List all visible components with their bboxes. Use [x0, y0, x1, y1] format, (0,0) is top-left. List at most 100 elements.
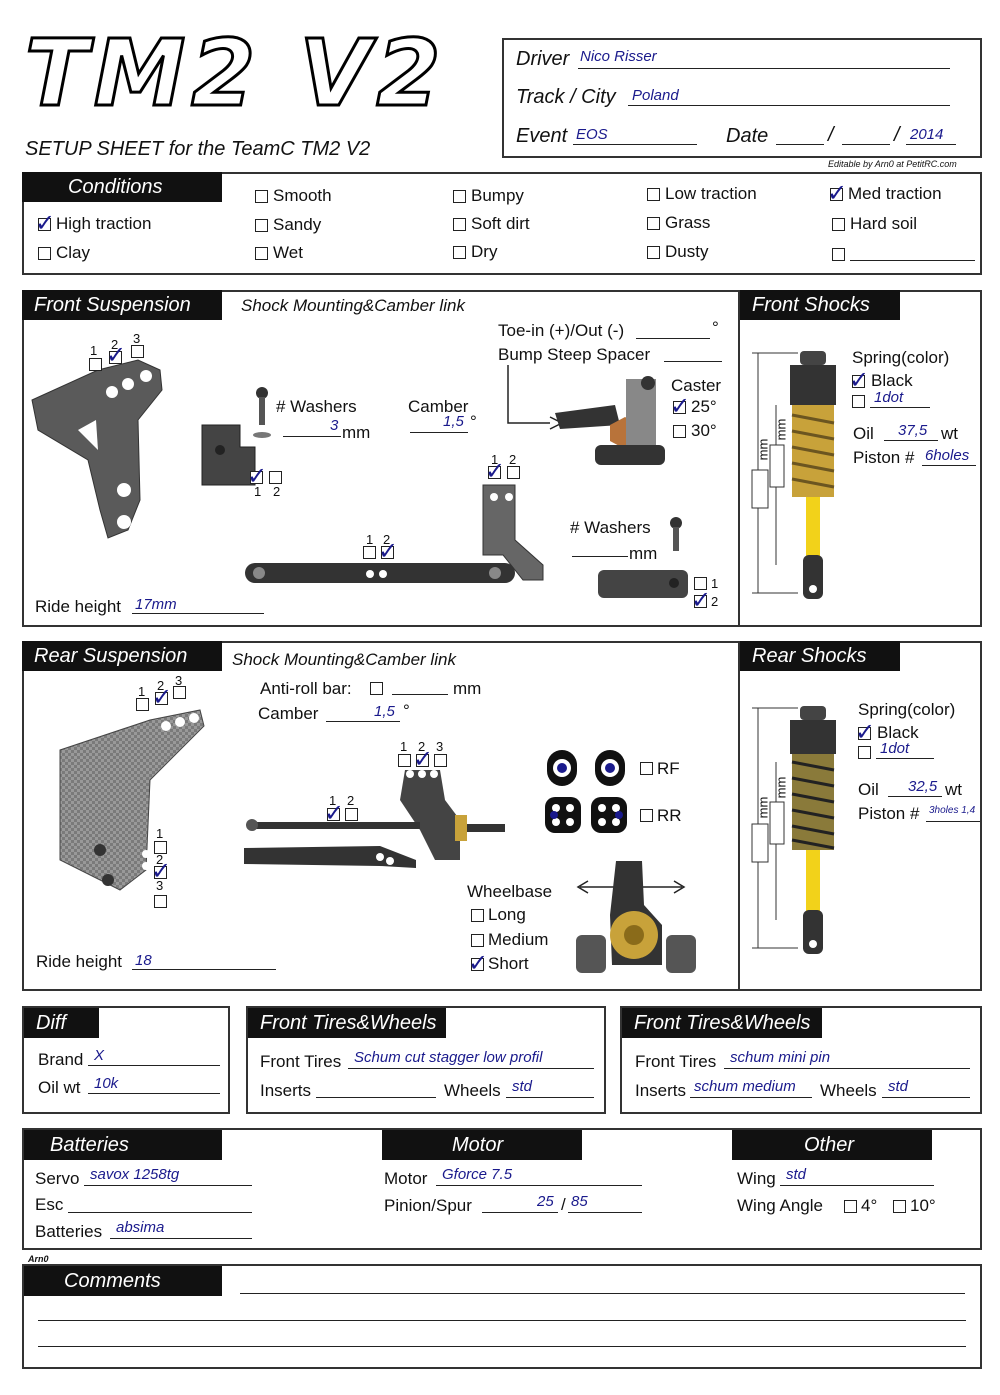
driver-field[interactable]: Nico Risser — [580, 48, 657, 65]
condition-label: Grass — [665, 213, 711, 232]
condition-checkbox[interactable] — [38, 218, 51, 231]
rear-inserts-field[interactable]: schum medium — [694, 1078, 796, 1095]
rear-arm-1-checkbox[interactable] — [327, 808, 340, 821]
check-icon: ✓ — [152, 683, 173, 711]
front-tires-field[interactable]: Schum cut stagger low profil — [354, 1049, 543, 1066]
condition-label: Soft dirt — [471, 214, 530, 233]
rear-hub-3-checkbox[interactable] — [434, 754, 447, 767]
comment-line[interactable] — [240, 1293, 965, 1294]
rear-oil-field[interactable]: 32,5 — [908, 778, 938, 795]
front-wheels-label: Wheels — [444, 1081, 501, 1100]
rear-camber-field[interactable]: 1,5 — [374, 703, 395, 720]
rear-piston-field[interactable]: 3holes 1,4 — [929, 805, 976, 816]
condition-label: High traction — [56, 214, 152, 233]
front-tower-hole-2-checkbox[interactable] — [109, 351, 122, 364]
antiroll-checkbox[interactable] — [370, 682, 383, 695]
rear-tower-top-1-checkbox[interactable] — [136, 698, 149, 711]
motor-field[interactable]: Gforce 7.5 — [442, 1166, 513, 1183]
rear-tower-low-2-checkbox[interactable] — [154, 866, 167, 879]
diff-brand-field[interactable]: X — [94, 1047, 105, 1064]
front-spring-extra-checkbox[interactable] — [852, 395, 865, 408]
wing-angle-10-checkbox[interactable] — [893, 1200, 906, 1213]
pinion-field[interactable]: 25 — [537, 1193, 554, 1210]
caster-label: Caster — [671, 376, 722, 395]
front-arm-1-checkbox[interactable] — [363, 546, 376, 559]
rear-tower-top-3-checkbox[interactable] — [173, 686, 186, 699]
condition-checkbox[interactable] — [255, 190, 268, 203]
wing-angle-4-checkbox[interactable] — [844, 1200, 857, 1213]
rear-shocks-header: Rear Shocks — [740, 641, 900, 671]
front-camber-field[interactable]: 1,5 — [443, 413, 464, 430]
wing-field[interactable]: std — [786, 1166, 807, 1183]
front-stud-1-checkbox[interactable] — [250, 471, 263, 484]
front-washers-field[interactable]: 3 — [330, 417, 339, 434]
rear-hub-wheelbase-diagram — [576, 861, 696, 973]
front-block-2-checkbox[interactable] — [507, 466, 520, 479]
wheelbase-long-checkbox[interactable] — [471, 909, 484, 922]
front-block-1-checkbox[interactable] — [488, 466, 501, 479]
year-field[interactable]: 2014 — [910, 126, 944, 143]
front-link-1-checkbox[interactable] — [694, 577, 707, 590]
wheelbase-medium-checkbox[interactable] — [471, 934, 484, 947]
rear-hub-2-checkbox[interactable] — [416, 754, 429, 767]
track-field[interactable]: Poland — [632, 87, 679, 104]
rear-spring-extra-field[interactable]: 1dot — [880, 740, 910, 757]
condition-custom-checkbox[interactable] — [832, 248, 845, 261]
condition-label: Low traction — [665, 184, 757, 203]
rear-tires-label: Front Tires — [635, 1052, 717, 1071]
rr-checkbox[interactable] — [640, 809, 653, 822]
rear-tower-top-2-checkbox[interactable] — [155, 692, 168, 705]
rear-wheels-field[interactable]: std — [888, 1078, 909, 1095]
caster-30-checkbox[interactable] — [673, 425, 686, 438]
condition-label: Smooth — [273, 186, 332, 205]
condition-checkbox[interactable] — [255, 247, 268, 260]
condition-checkbox[interactable] — [832, 218, 845, 231]
caster-25-checkbox[interactable] — [673, 401, 686, 414]
front-spring-color-checkbox[interactable] — [852, 375, 865, 388]
front-ride-height-field[interactable]: 17mm — [135, 596, 177, 613]
front-piston-field[interactable]: 6holes — [925, 447, 970, 464]
front-spring-extra-field[interactable]: 1dot — [874, 389, 904, 406]
comment-line[interactable] — [38, 1346, 966, 1347]
event-field[interactable]: EOS — [576, 126, 608, 143]
rear-arm-2-checkbox[interactable] — [345, 808, 358, 821]
condition-checkbox[interactable] — [647, 188, 660, 201]
check-icon: ✓ — [468, 949, 489, 977]
front-spring-label: Spring(color) — [852, 348, 950, 367]
rear-tower-low-1-checkbox[interactable] — [154, 841, 167, 854]
antiroll-label: Anti-roll bar: — [260, 679, 352, 698]
condition-checkbox[interactable] — [830, 188, 843, 201]
rear-spring-color: Black — [877, 723, 919, 742]
diff-oil-field[interactable]: 10k — [94, 1075, 119, 1092]
condition-checkbox[interactable] — [255, 219, 268, 232]
wheelbase-short-checkbox[interactable] — [471, 958, 484, 971]
front-link-2-checkbox[interactable] — [694, 595, 707, 608]
condition-checkbox[interactable] — [453, 218, 466, 231]
condition-checkbox[interactable] — [453, 246, 466, 259]
front-wheels-field[interactable]: std — [512, 1078, 533, 1095]
rear-spring-extra-checkbox[interactable] — [858, 746, 871, 759]
servo-field[interactable]: savox 1258tg — [90, 1166, 180, 1183]
condition-label: Sandy — [273, 215, 322, 234]
steering-block-diagram — [507, 365, 665, 465]
rf-checkbox[interactable] — [640, 762, 653, 775]
front-stud-2-checkbox[interactable] — [269, 471, 282, 484]
front-tower-hole-1-checkbox[interactable] — [89, 358, 102, 371]
condition-checkbox[interactable] — [453, 190, 466, 203]
rear-ride-height-field[interactable]: 18 — [135, 952, 152, 969]
check-icon: ✓ — [849, 366, 870, 394]
rear-tower-low-3-checkbox[interactable] — [154, 895, 167, 908]
batteries-field[interactable]: absima — [116, 1219, 165, 1236]
front-tower-hole-3-checkbox[interactable] — [131, 345, 144, 358]
front-oil-field[interactable]: 37,5 — [898, 422, 928, 439]
comment-line[interactable] — [38, 1320, 966, 1321]
condition-checkbox[interactable] — [647, 246, 660, 259]
rear-tires-field[interactable]: schum mini pin — [730, 1049, 831, 1066]
rear-spring-color-checkbox[interactable] — [858, 727, 871, 740]
rear-hub-1-checkbox[interactable] — [398, 754, 411, 767]
front-arm-2-checkbox[interactable] — [381, 546, 394, 559]
check-icon: ✓ — [35, 209, 56, 237]
condition-checkbox[interactable] — [647, 217, 660, 230]
spur-field[interactable]: 85 — [571, 1193, 588, 1210]
condition-checkbox[interactable] — [38, 247, 51, 260]
